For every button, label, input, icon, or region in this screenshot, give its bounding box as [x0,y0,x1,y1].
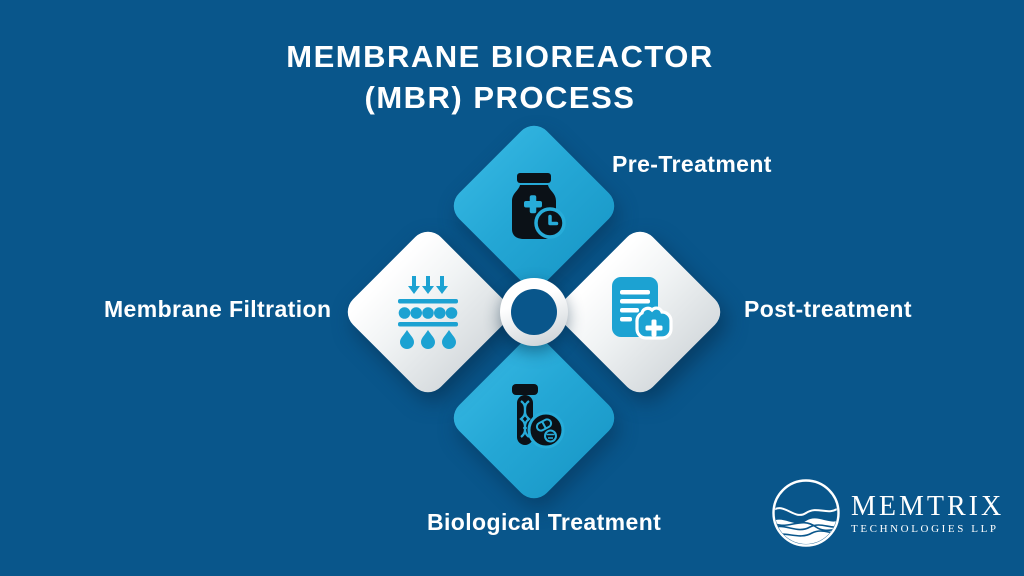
stage-tile-biological-treatment [446,330,622,506]
logo-subtitle: TECHNOLOGIES LLP [851,522,999,535]
stage-label-pre-treatment: Pre-Treatment [612,151,772,177]
stage-label-biological-treatment: Biological Treatment [427,509,662,535]
logo-text: MEMTRIX TECHNOLOGIES LLP [851,490,1005,535]
page-title: MEMBRANE BIOREACTOR (MBR) PROCESS [0,36,1000,118]
stage-tile-post-treatment [552,224,728,400]
stage-tile-membrane-filtration [340,224,516,400]
stage-tile-pre-treatment [446,118,622,294]
waves-circle-icon [772,479,840,547]
ring-hole [511,289,557,335]
medicine-jar-clock-icon [512,173,566,239]
membrane-filter-droplets-icon [398,276,458,349]
title-line-1: MEMBRANE BIOREACTOR [286,39,714,74]
stage-label-post-treatment: Post-treatment [744,296,912,322]
logo-name: MEMTRIX [851,490,1005,522]
ring-shape [500,278,568,346]
title-line-2: (MBR) PROCESS [364,80,636,115]
stage-label-membrane-filtration: Membrane Filtration [104,296,332,322]
test-tube-pills-icon [512,384,565,449]
document-medical-badge-icon [612,277,673,340]
center-ring [500,278,568,346]
memtrix-logo: MEMTRIX TECHNOLOGIES LLP [770,477,1004,549]
